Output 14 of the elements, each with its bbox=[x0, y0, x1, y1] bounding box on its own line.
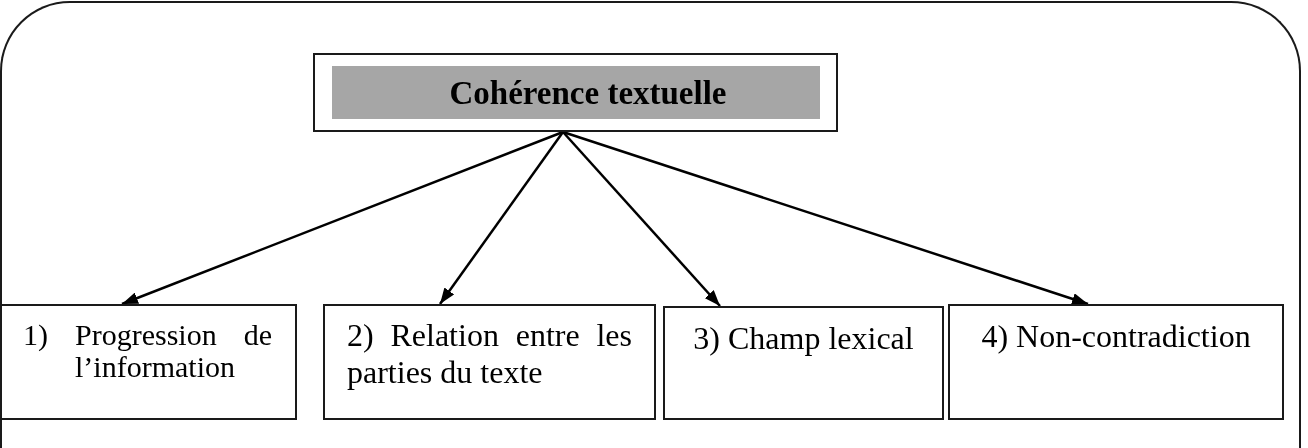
category-box bbox=[663, 306, 944, 420]
category-text: 1) Progression de l’information bbox=[23, 319, 272, 383]
arrow bbox=[121, 130, 564, 306]
title-box bbox=[313, 53, 838, 132]
title-text: Cohérence textuelle bbox=[449, 73, 727, 112]
category-box bbox=[948, 304, 1284, 420]
arrow bbox=[562, 131, 721, 307]
category-text: 2) Relation entre les parties du texte bbox=[347, 317, 632, 391]
category-text: 4) Non-contradiction bbox=[980, 318, 1252, 355]
arrow bbox=[439, 131, 564, 305]
category-box bbox=[323, 304, 656, 420]
category-text: 3) Champ lexical bbox=[692, 320, 915, 357]
category-box bbox=[0, 304, 297, 420]
arrow bbox=[562, 130, 1089, 306]
